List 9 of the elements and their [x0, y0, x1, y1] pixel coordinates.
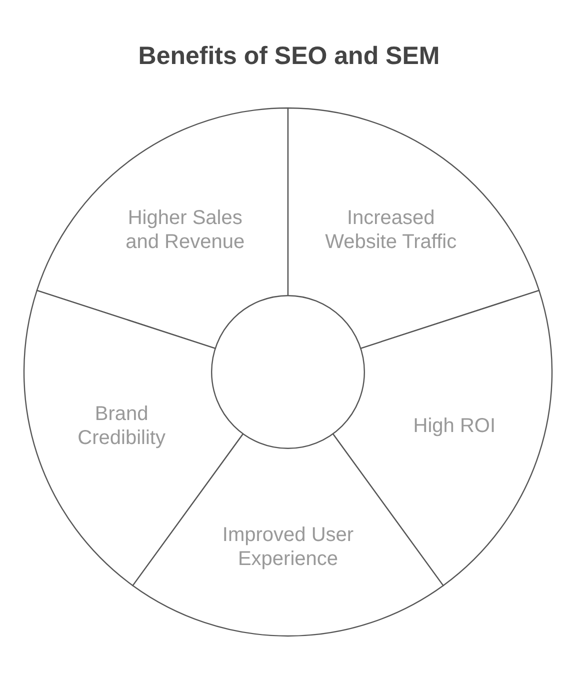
center-circle — [211, 295, 365, 449]
ring-segment — [36, 107, 289, 350]
ring-segment — [287, 107, 540, 350]
segment-label: Improved User Experience — [222, 524, 354, 570]
segment-label: Higher Sales and Revenue — [126, 207, 245, 254]
segment-label: Brand Credibility — [78, 403, 166, 450]
segment-label: High ROI — [413, 415, 496, 438]
segment-label: Increased Website Traffic — [325, 207, 457, 254]
diagram-title: Benefits of SEO and SEM — [138, 41, 440, 71]
